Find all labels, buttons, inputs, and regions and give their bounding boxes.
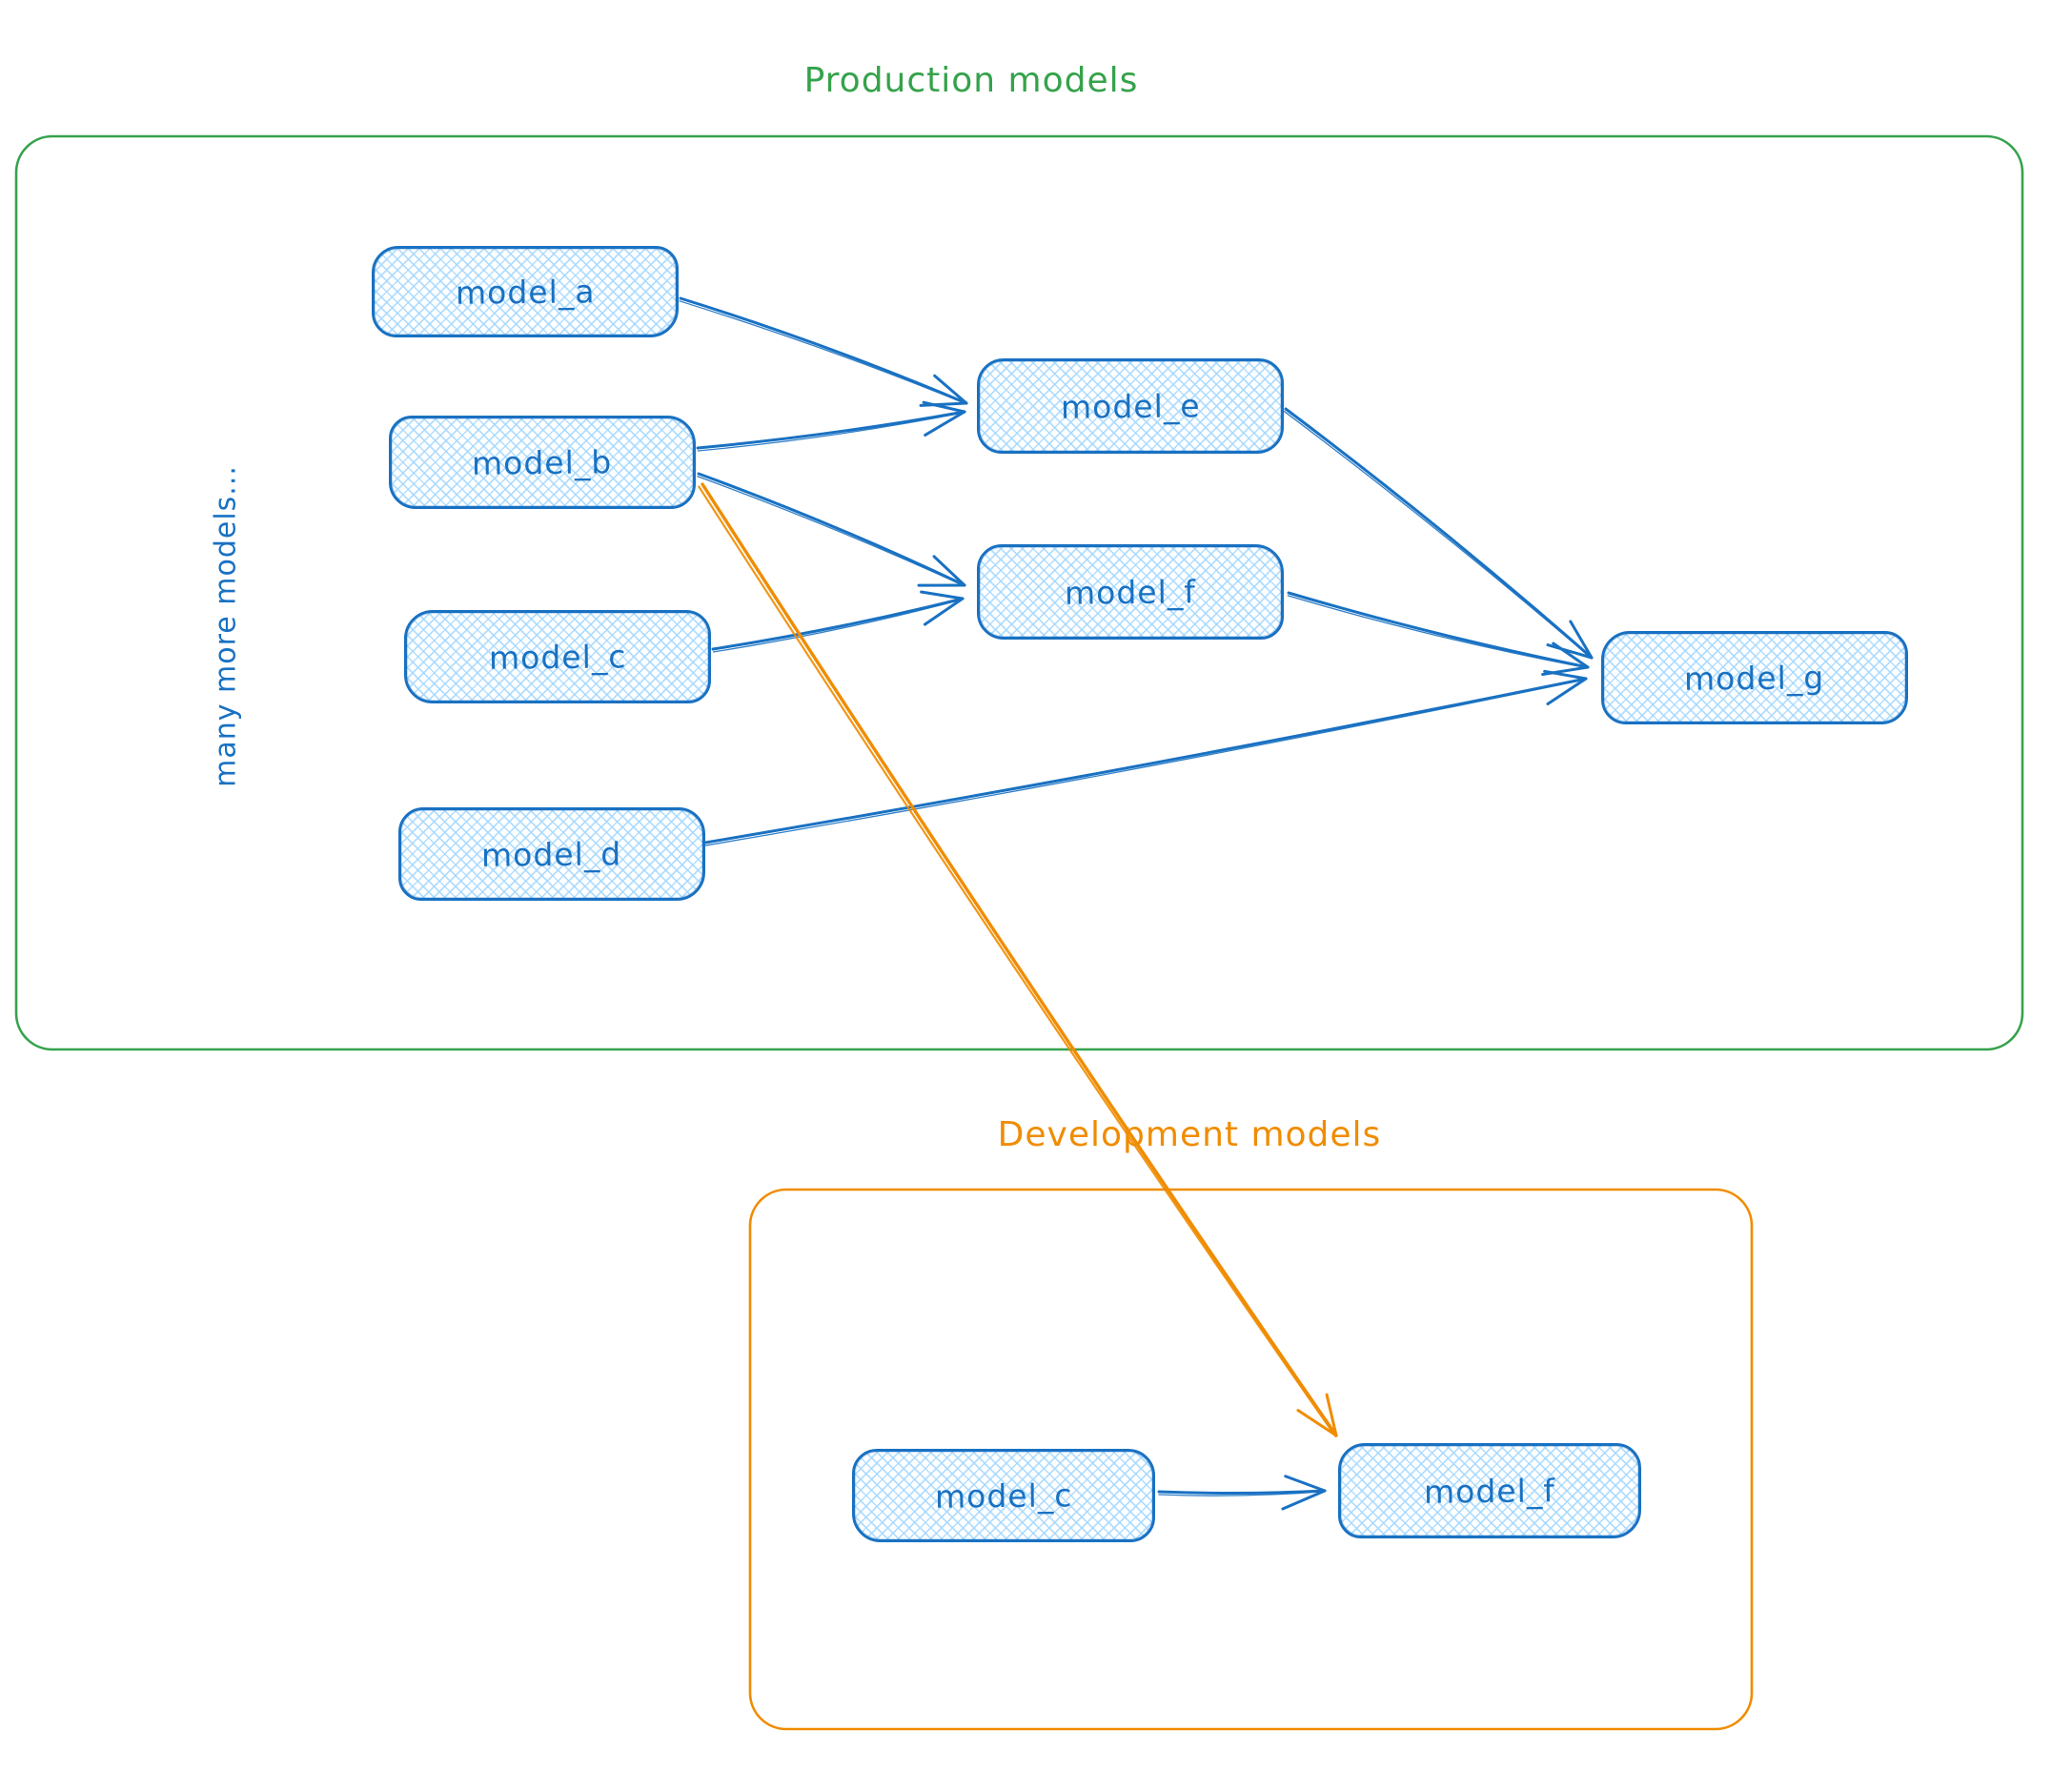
node-model-c[interactable]: model_c [404,610,711,703]
development-models-title[interactable]: Development models [997,1115,1382,1154]
node-model-a[interactable]: model_a [372,246,679,337]
node-model-d-label: model_d [481,834,622,874]
arrow-model-f-to-model-g[interactable] [1287,591,1590,676]
node-model-f[interactable]: model_f [977,544,1284,640]
node-model-b-label: model_b [472,442,613,482]
production-group-frame[interactable] [14,134,2024,1051]
many-more-models-note[interactable]: many more models... [209,465,243,787]
node-dev-model-f[interactable]: model_f [1338,1443,1641,1538]
node-dev-model-f-label: model_f [1423,1471,1556,1511]
node-dev-model-c[interactable]: model_c [852,1449,1155,1542]
node-model-e[interactable]: model_e [977,358,1284,454]
node-model-a-label: model_a [455,272,596,312]
node-model-g[interactable]: model_g [1601,631,1908,724]
production-models-title[interactable]: Production models [803,61,1139,100]
node-model-f-label: model_f [1064,572,1197,612]
arrow-model-e-to-model-g[interactable] [1283,407,1594,660]
arrow-model-b-to-dev-model-f[interactable] [698,482,1338,1437]
arrow-model-b-to-model-f[interactable] [697,472,966,587]
arrow-dev-model-c-to-dev-model-f[interactable] [1157,1475,1327,1511]
arrow-model-d-to-model-g[interactable] [703,669,1588,846]
node-model-b[interactable]: model_b [389,416,696,509]
node-model-g-label: model_g [1684,658,1825,698]
node-model-c-label: model_c [488,637,627,677]
node-dev-model-c-label: model_c [934,1476,1073,1516]
arrow-model-b-to-model-e[interactable] [696,400,966,452]
development-group-frame[interactable] [748,1188,1754,1731]
arrow-model-a-to-model-e[interactable] [679,296,968,407]
arrow-model-c-to-model-f[interactable] [711,590,965,653]
node-model-e-label: model_e [1060,386,1201,426]
node-model-d[interactable]: model_d [398,807,705,901]
